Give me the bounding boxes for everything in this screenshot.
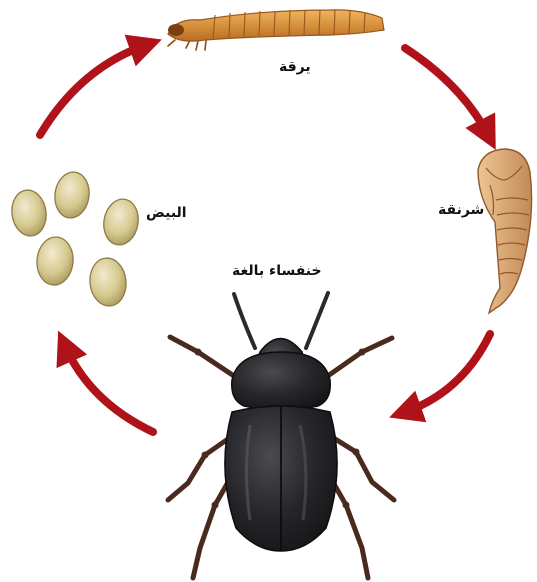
larva-illustration <box>168 10 384 50</box>
label-eggs: البيض <box>146 205 187 221</box>
egg <box>52 170 92 220</box>
egg <box>88 256 129 308</box>
adult-beetle-illustration <box>168 293 394 578</box>
label-pupa: شرنقة <box>438 202 484 218</box>
egg <box>35 236 75 287</box>
arrow-eggs-to-larva <box>40 45 146 135</box>
label-larva: يرقة <box>279 59 311 75</box>
arrow-pupa-to-adult <box>405 334 490 412</box>
label-adult-beetle: خنفساء بالغة <box>232 263 322 279</box>
eggs-illustration <box>9 170 142 308</box>
arrow-adult-to-eggs <box>65 346 153 432</box>
egg <box>9 188 49 238</box>
pupa-illustration <box>478 149 532 313</box>
arrow-larva-to-pupa <box>405 48 488 135</box>
egg <box>100 196 141 247</box>
